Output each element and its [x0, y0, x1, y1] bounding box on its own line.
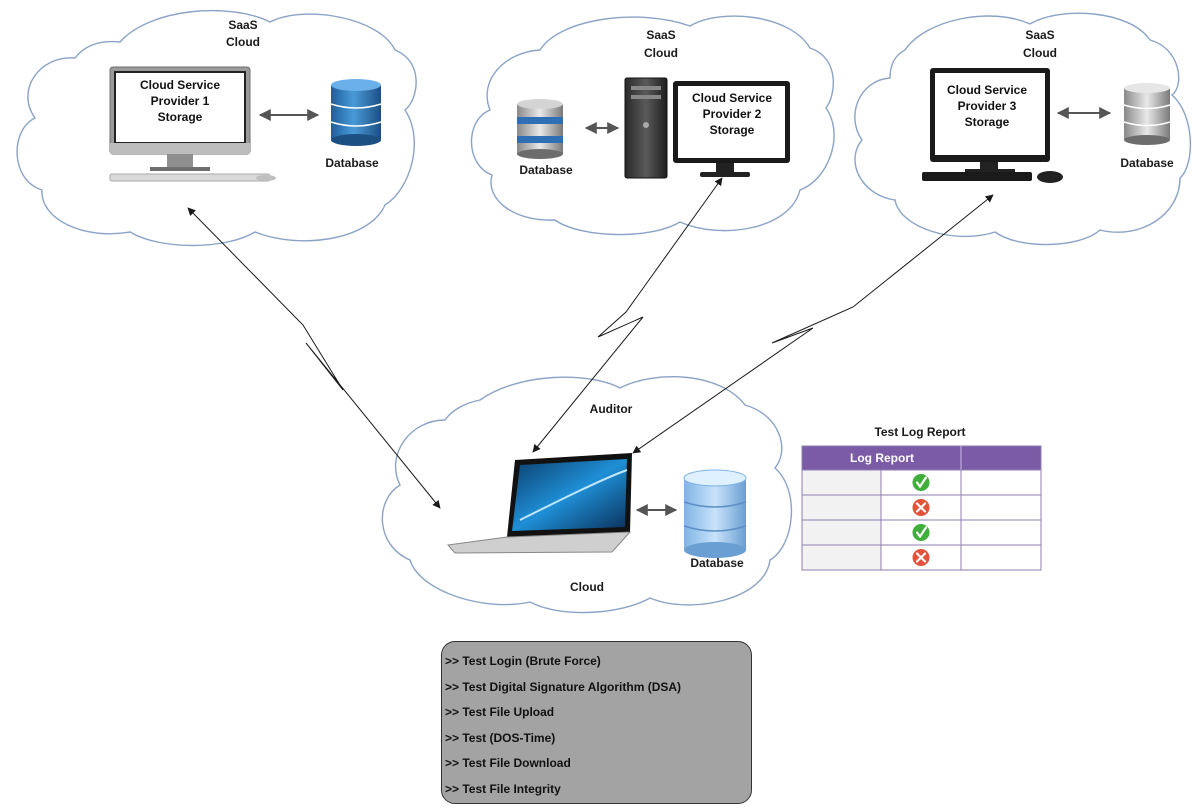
auditor-cloud: Auditor Database Cloud	[381, 376, 793, 614]
database-label: Database	[325, 156, 379, 170]
table-cell	[960, 544, 1042, 571]
cross-icon	[911, 498, 931, 517]
database-icon	[330, 79, 382, 146]
screen-line-3: Storage	[965, 115, 1010, 129]
test-item-integrity: >> Test File Integrity	[445, 781, 561, 796]
screen-line-2: Provider 1	[151, 94, 210, 108]
screen-line-2: Provider 2	[703, 107, 762, 121]
cross-icon	[911, 548, 931, 567]
cloud-title-line2: Cloud	[226, 35, 260, 49]
test-item-dos-time: >> Test (DOS-Time)	[445, 730, 556, 745]
connection-arrow-3	[632, 194, 994, 454]
cloud-title-line1: SaaS	[228, 18, 257, 32]
cloud-title-line2: Cloud	[1023, 46, 1057, 60]
auditor-title: Auditor	[590, 402, 633, 416]
database-label: Database	[690, 556, 744, 570]
test-list-panel: >> Test Login (Brute Force) >> Test Digi…	[441, 641, 752, 804]
table-cell	[960, 469, 1042, 496]
database-icon	[683, 469, 747, 558]
cloud-label: Cloud	[570, 580, 604, 594]
saas-cloud-3: SaaS Cloud Cloud Service Provider 3 Stor…	[854, 12, 1192, 246]
database-label: Database	[519, 163, 573, 177]
test-item-dsa: >> Test Digital Signature Algorithm (DSA…	[445, 679, 682, 694]
check-icon	[911, 523, 931, 542]
tower-pc-icon	[624, 77, 668, 179]
table-row	[801, 494, 1042, 521]
table-cell	[801, 519, 882, 546]
table-row	[801, 519, 1042, 546]
laptop-icon	[447, 453, 632, 554]
table-row	[801, 469, 1042, 496]
saas-cloud-1: SaaS Cloud Cloud Service Provider 1 Stor…	[16, 9, 417, 247]
screen-line-1: Cloud Service	[947, 83, 1027, 97]
table-cell	[801, 494, 882, 521]
table-header	[801, 445, 1042, 471]
cloud-title-line1: SaaS	[1025, 28, 1054, 42]
monitor-icon	[109, 66, 276, 182]
table-rows	[801, 469, 1042, 571]
cloud-title-line1: SaaS	[646, 28, 675, 42]
monitor-icon	[922, 68, 1063, 183]
cloud-title-line2: Cloud	[644, 46, 678, 60]
monitor-icon	[673, 81, 790, 177]
saas-cloud-2: SaaS Cloud Database Cloud Service Provid…	[470, 15, 835, 236]
screen-line-3: Storage	[710, 123, 755, 137]
log-report-table: Test Log Report Log Report	[801, 425, 1042, 571]
database-label: Database	[1120, 156, 1174, 170]
table-cell	[801, 469, 882, 496]
connection-arrow-1	[187, 207, 441, 509]
table-row	[801, 544, 1042, 571]
screen-line-2: Provider 3	[958, 99, 1017, 113]
log-report-heading: Test Log Report	[874, 425, 965, 439]
database-icon	[1123, 83, 1171, 145]
test-item-download: >> Test File Download	[445, 756, 571, 771]
screen-line-1: Cloud Service	[692, 91, 772, 105]
table-cell	[801, 544, 882, 571]
test-item-upload: >> Test File Upload	[445, 705, 555, 720]
database-icon	[517, 99, 563, 159]
table-cell	[960, 519, 1042, 546]
table-header-label: Log Report	[850, 451, 914, 465]
screen-line-3: Storage	[158, 110, 203, 124]
check-icon	[911, 473, 931, 492]
table-cell	[960, 494, 1042, 521]
test-item-login: >> Test Login (Brute Force)	[445, 654, 601, 668]
screen-line-1: Cloud Service	[140, 78, 220, 92]
